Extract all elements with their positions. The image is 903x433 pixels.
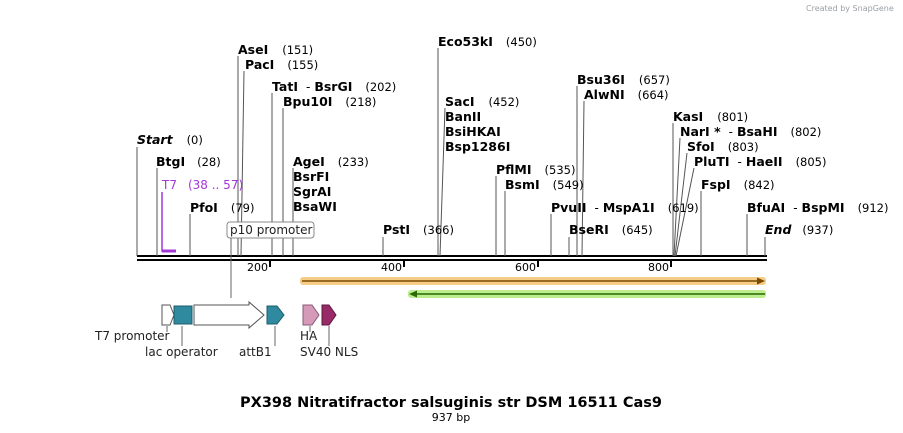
start-label: Start(0) [137,132,203,147]
snapgene-credit: Created by SnapGene [806,4,894,13]
primer-t7-label: T7(38 .. 57) [161,178,243,192]
enzyme-pfoi[interactable]: PfoI(79) [190,200,254,215]
enzyme-pluti-haeii[interactable]: PluTI-HaeII(805) [694,154,827,169]
feature-lac-operator[interactable] [173,305,193,325]
feature-sv40-nls[interactable] [321,304,337,326]
enzyme-fspi[interactable]: FspI(842) [701,177,775,192]
enzyme-paci[interactable]: PacI(155) [245,57,318,72]
enzyme-bpu10i[interactable]: Bpu10I(218) [283,94,376,109]
feature-label-lac-operator: lac operator [145,345,218,359]
enzyme-sgrai[interactable]: SgrAI [293,184,331,199]
enzyme-nari-bsahi[interactable]: NarI *-BsaHI(802) [680,124,821,139]
enzyme-sfoi[interactable]: SfoI(803) [687,139,759,154]
enzyme-agei[interactable]: AgeI(233) [293,154,369,169]
enzyme-asei[interactable]: AseI(151) [238,42,313,57]
feature-label-t7-promoter: T7 promoter [94,329,170,343]
end-label: End(937) [765,222,833,237]
cut-site-leaders [136,48,766,257]
enzyme-bsu36i[interactable]: Bsu36I(657) [577,72,670,87]
feature-attb1[interactable] [266,305,285,325]
feature-ha[interactable] [302,304,320,326]
p10-promoter-label: p10 promoter [230,223,312,237]
ruler-label-600: 600 [515,261,536,274]
enzyme-bsrfi[interactable]: BsrFI [293,169,329,184]
enzyme-alwni[interactable]: AlwNI(664) [584,87,669,102]
enzyme-eco53ki[interactable]: Eco53kI(450) [438,34,537,49]
enzyme-psti[interactable]: PstI(366) [383,222,454,237]
enzyme-bsawi[interactable]: BsaWI [293,199,337,214]
enzyme-bsihkai[interactable]: BsiHKAI [445,124,501,139]
map-length: 937 bp [432,411,470,424]
orf-forward-arrowhead [757,277,765,285]
enzyme-saci[interactable]: SacI(452) [445,94,519,109]
enzyme-btgi[interactable]: BtgI(28) [156,154,221,169]
ruler-label-200: 200 [247,261,268,274]
map-title: PX398 Nitratifractor salsuginis str DSM … [240,395,662,411]
primer-t7-arrow [161,192,176,252]
feature-label-sv40-nls: SV40 NLS [300,345,358,359]
p10-promoter[interactable]: p10 promoter [226,221,315,298]
feature-p10-promoter-arrow[interactable] [193,300,265,330]
enzyme-bsmi[interactable]: BsmI(549) [505,177,584,192]
feature-leaders [166,326,330,346]
sequence-backbone [137,255,767,261]
enzyme-pflmi[interactable]: PflMI(535) [496,162,575,177]
ruler-label-800: 800 [648,261,669,274]
feature-label-ha: HA [300,329,318,343]
enzyme-bseri[interactable]: BseRI(645) [569,222,653,237]
ruler-label-400: 400 [381,261,402,274]
orf-forward[interactable] [300,277,766,285]
enzyme-tati-bsrgi[interactable]: TatI-BsrGI(202) [272,79,396,94]
orf-reverse[interactable] [408,290,766,298]
feature-label-attb1: attB1 [239,345,272,359]
enzyme-bsp1286i[interactable]: Bsp1286I [445,139,510,154]
orf-reverse-arrowhead [409,290,417,298]
p10-promoter-box [226,221,315,239]
feature-t7-promoter[interactable] [161,304,175,326]
enzyme-bfuai-bspmi[interactable]: BfuAI-BspMI(912) [747,200,889,215]
enzyme-kasi[interactable]: KasI(801) [673,109,748,124]
primer-t7[interactable]: T7(38 .. 57) [161,178,243,253]
enzyme-pvuii-mspa1i[interactable]: PvuII-MspA1I(619) [551,200,699,215]
enzyme-banii[interactable]: BanII [445,109,481,124]
ruler: 200 400 600 800 [247,260,672,274]
